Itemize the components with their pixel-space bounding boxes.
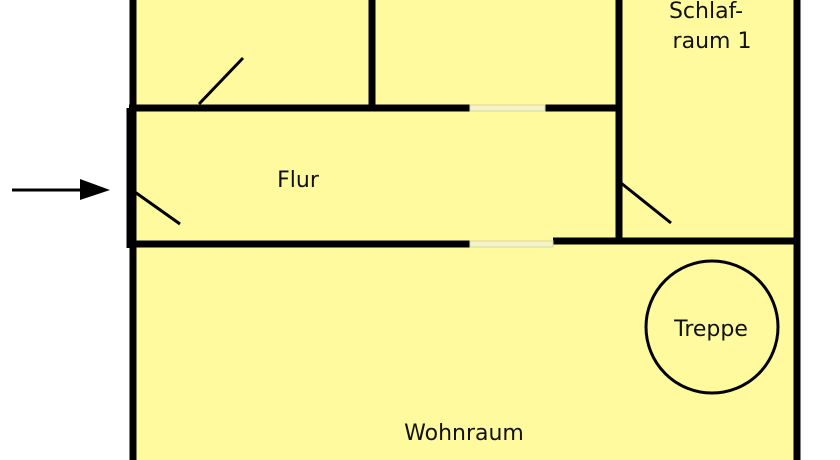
- windows: [469, 104, 554, 248]
- walls: [126, 0, 801, 460]
- door-swing-top-left: [197, 56, 245, 106]
- label-bedroom-line2: raum 1: [673, 29, 752, 54]
- hallway-fill: [129, 108, 619, 244]
- window-top: [469, 104, 546, 112]
- label-bedroom-line1: Schlaf-: [669, 0, 743, 24]
- label-stairs: Treppe: [673, 317, 748, 342]
- door-swing-bedroom: [620, 181, 672, 225]
- label-living-room: Wohnraum: [404, 421, 524, 446]
- stairs-circle: [644, 259, 780, 395]
- window-bottom: [469, 240, 554, 248]
- arrow-right-icon: [12, 179, 110, 200]
- doors: [131, 56, 672, 226]
- label-hallway: Flur: [277, 168, 320, 193]
- door-swing-entrance: [131, 188, 181, 226]
